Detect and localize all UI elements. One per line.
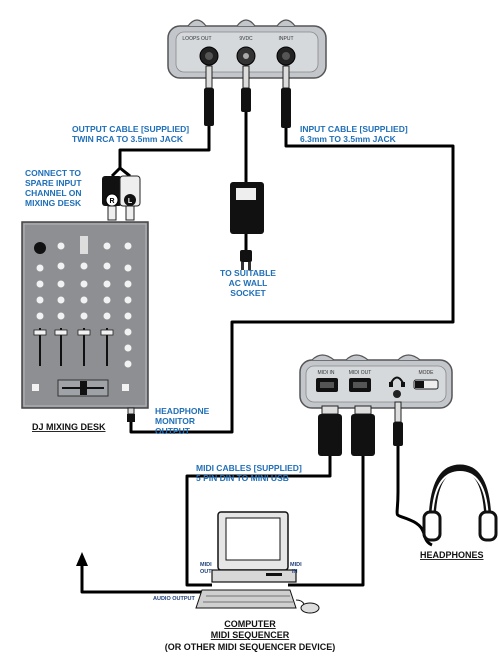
port-label-loops-out: LOOPS OUT — [182, 36, 211, 42]
mixer-power-knob — [34, 242, 46, 254]
svg-text:HEADPHONE: HEADPHONE — [155, 406, 210, 416]
svg-text:AC WALL: AC WALL — [229, 278, 268, 288]
dj-mixing-desk-label: DJ MIXING DESK — [32, 422, 106, 432]
svg-text:OUTPUT CABLE [SUPPLIED]: OUTPUT CABLE [SUPPLIED] — [72, 124, 189, 134]
headphones-illustration — [422, 464, 498, 542]
ac-socket-label: TO SUITABLE AC WALL SOCKET — [220, 268, 276, 298]
svg-text:5 PIN DIN TO MINI USB: 5 PIN DIN TO MINI USB — [196, 473, 289, 483]
svg-text:COMPUTER: COMPUTER — [224, 619, 276, 629]
rca-plugs: R L — [102, 175, 141, 221]
svg-text:MONITOR: MONITOR — [155, 416, 195, 426]
headphone-output-label: HEADPHONE MONITOR OUTPUT — [155, 406, 210, 436]
svg-text:SOCKET: SOCKET — [230, 288, 266, 298]
svg-text:TWIN RCA TO 3.5mm JACK: TWIN RCA TO 3.5mm JACK — [72, 134, 184, 144]
svg-text:TO SUITABLE: TO SUITABLE — [220, 268, 276, 278]
computer-illustration — [195, 511, 320, 614]
svg-text:INPUT CABLE [SUPPLIED]: INPUT CABLE [SUPPLIED] — [300, 124, 408, 134]
svg-text:MIDI: MIDI — [290, 562, 302, 568]
input-cable-label: INPUT CABLE [SUPPLIED] 6.3mm TO 3.5mm JA… — [300, 124, 408, 144]
rca-l-label: L — [128, 198, 133, 205]
port-label-midi-out: MIDI OUT — [349, 370, 372, 376]
svg-text:OUT: OUT — [200, 569, 212, 575]
rca-r-label: R — [109, 198, 114, 205]
svg-text:CONNECT TO: CONNECT TO — [25, 168, 81, 178]
power-adapter — [230, 182, 264, 270]
port-label-9vdc: 9VDC — [239, 36, 253, 42]
audio-output-label: AUDIO OUTPUT — [153, 596, 196, 602]
looper-plugs — [204, 65, 291, 128]
cables — [76, 112, 455, 594]
svg-text:OUTPUT: OUTPUT — [155, 426, 191, 436]
mouse-icon — [300, 602, 320, 614]
midi-interface: MIDI IN MIDI OUT MODE — [299, 354, 453, 409]
svg-text:MIDI SEQUENCER: MIDI SEQUENCER — [211, 630, 290, 640]
headphone-jack[interactable] — [393, 390, 401, 398]
svg-text:6.3mm TO 3.5mm JACK: 6.3mm TO 3.5mm JACK — [300, 134, 397, 144]
headphones-label: HEADPHONES — [420, 550, 484, 560]
midi-out-label: MIDI OUT — [200, 562, 212, 575]
svg-text:MIDI: MIDI — [200, 562, 212, 568]
midi-cables-label: MIDI CABLES [SUPPLIED] 5 PIN DIN TO MINI… — [196, 463, 302, 483]
svg-text:IN: IN — [292, 569, 298, 575]
port-label-mode: MODE — [419, 370, 435, 376]
svg-text:MIXING DESK: MIXING DESK — [25, 198, 82, 208]
svg-text:SPARE INPUT: SPARE INPUT — [25, 178, 82, 188]
svg-text:MIDI CABLES [SUPPLIED]: MIDI CABLES [SUPPLIED] — [196, 463, 302, 473]
port-label-midi-in: MIDI IN — [318, 370, 335, 376]
connect-to-mixer-label: CONNECT TO SPARE INPUT CHANNEL ON MIXING… — [25, 168, 82, 208]
midi-in-label: MIDI IN — [290, 562, 302, 575]
port-label-input: INPUT — [279, 36, 294, 42]
output-cable-label: OUTPUT CABLE [SUPPLIED] TWIN RCA TO 3.5m… — [72, 124, 189, 144]
headphone-icon — [389, 376, 405, 387]
looper-device: LOOPS OUT 9VDC INPUT — [167, 19, 327, 79]
svg-text:CHANNEL ON: CHANNEL ON — [25, 188, 82, 198]
midi-plugs — [318, 401, 403, 456]
computer-label: COMPUTER MIDI SEQUENCER (OR OTHER MIDI S… — [165, 619, 336, 652]
svg-text:(OR OTHER MIDI SEQUENCER DEVIC: (OR OTHER MIDI SEQUENCER DEVICE) — [165, 642, 336, 652]
rca-l-marker — [124, 194, 136, 206]
dj-mixing-desk — [21, 221, 149, 422]
